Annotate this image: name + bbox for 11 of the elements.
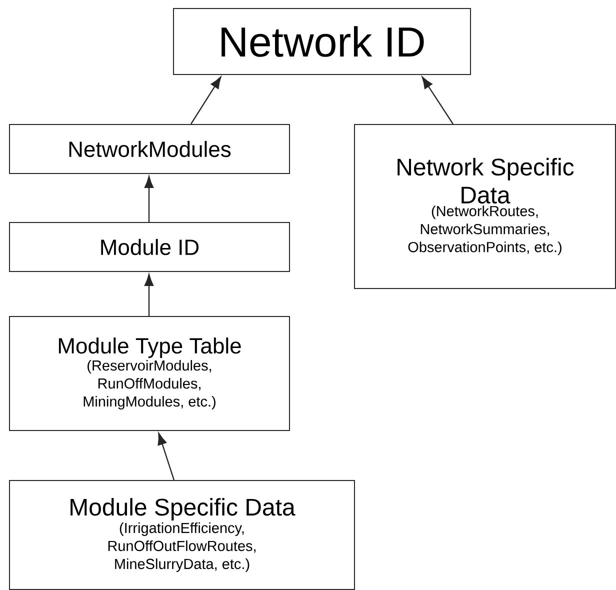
entity-box: NetworkModules	[9, 124, 290, 174]
entity-box: Module ID	[9, 222, 290, 272]
heading-box: Network ID	[173, 8, 471, 75]
arrow	[144, 176, 154, 222]
entity-box: Module Type Table (ReservoirModules, RunOffModules, MiningModules, etc.)	[9, 316, 290, 431]
entity-box: Module Specific Data (IrrigationEfficiency, RunOffOutFlowRoutes, MineSlurryData, etc.)	[9, 480, 355, 590]
arrow	[422, 76, 454, 124]
arrow	[190, 76, 222, 124]
arrow	[144, 274, 154, 316]
entity-box: Network Specific Data (NetworkRoutes, NetworkSummaries, ObservationPoints, etc.)	[354, 124, 616, 289]
arrow	[158, 432, 175, 480]
